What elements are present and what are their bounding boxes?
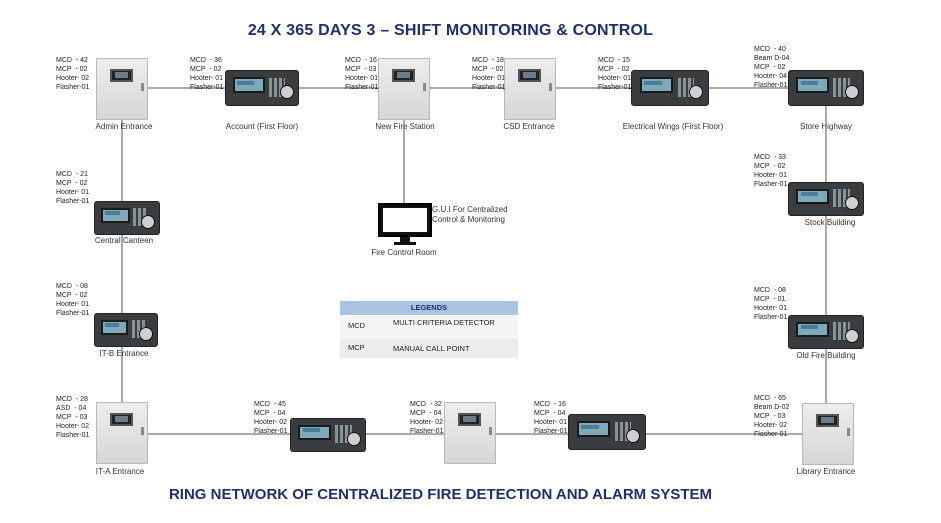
diagram-caption: RING NETWORK OF CENTRALIZED FIRE DETECTI…	[168, 486, 713, 503]
diagram-title: 24 X 365 DAYS 3 – SHIFT MONITORING & CON…	[247, 22, 654, 39]
label-fire-control-room: Fire Control Room	[371, 248, 437, 257]
label-new-fire-station: New Fire Station	[375, 122, 435, 131]
legend-box: LEGENDS MCD MULTI CRITERIA DETECTOR MCP …	[340, 301, 518, 358]
panel-csd-entrance	[504, 58, 556, 120]
panel-admin-entrance	[96, 58, 148, 120]
label-old-fire-building: Old Fire Building	[796, 351, 856, 360]
label-electrical-wings: Electrical Wings (First Floor)	[622, 122, 724, 131]
panel-bottom-2	[290, 418, 366, 452]
legend-abbr: MCD	[348, 321, 366, 330]
legend-desc: MULTI CRITERIA DETECTOR	[393, 318, 495, 327]
label-store-highway: Store Highway	[799, 122, 853, 131]
legend-header: LEGENDS	[340, 301, 518, 315]
panel-electrical-wings	[631, 70, 709, 106]
label-central-canteen: Central Canteen	[94, 236, 154, 245]
legend-row: MCP MANUAL CALL POINT	[340, 337, 518, 358]
label-csd-entrance: CSD Entrance	[503, 122, 555, 131]
legend-desc: MANUAL CALL POINT	[393, 344, 470, 353]
gui-monitor-icon	[378, 203, 432, 237]
panel-store-highway	[788, 70, 864, 106]
panel-bottom-4	[568, 414, 646, 450]
monitor-base	[394, 242, 416, 245]
panel-central-canteen	[94, 201, 160, 235]
panel-account	[225, 70, 299, 106]
legend-row: MCD MULTI CRITERIA DETECTOR	[340, 315, 518, 337]
gui-label: G.U.I For Centralized Control & Monitori…	[432, 205, 508, 224]
label-ita-entrance: IT-A Entrance	[95, 467, 145, 476]
panel-old-fire-building	[788, 315, 864, 349]
panel-new-fire-station	[378, 58, 430, 120]
panel-library-entrance	[802, 403, 854, 465]
label-account: Account (First Floor)	[225, 122, 299, 131]
label-stock-building: Stock Building	[804, 218, 856, 227]
label-admin-entrance: Admin Entrance	[95, 122, 153, 131]
panel-itb-entrance	[94, 313, 158, 347]
legend-abbr: MCP	[348, 343, 365, 352]
label-library-entrance: Library Entrance	[796, 467, 856, 476]
label-itb-entrance: IT-B Entrance	[99, 349, 149, 358]
panel-ita-entrance	[96, 402, 148, 464]
monitor-stand	[400, 237, 410, 242]
panel-bottom-3	[444, 402, 496, 464]
panel-stock-building	[788, 182, 864, 216]
